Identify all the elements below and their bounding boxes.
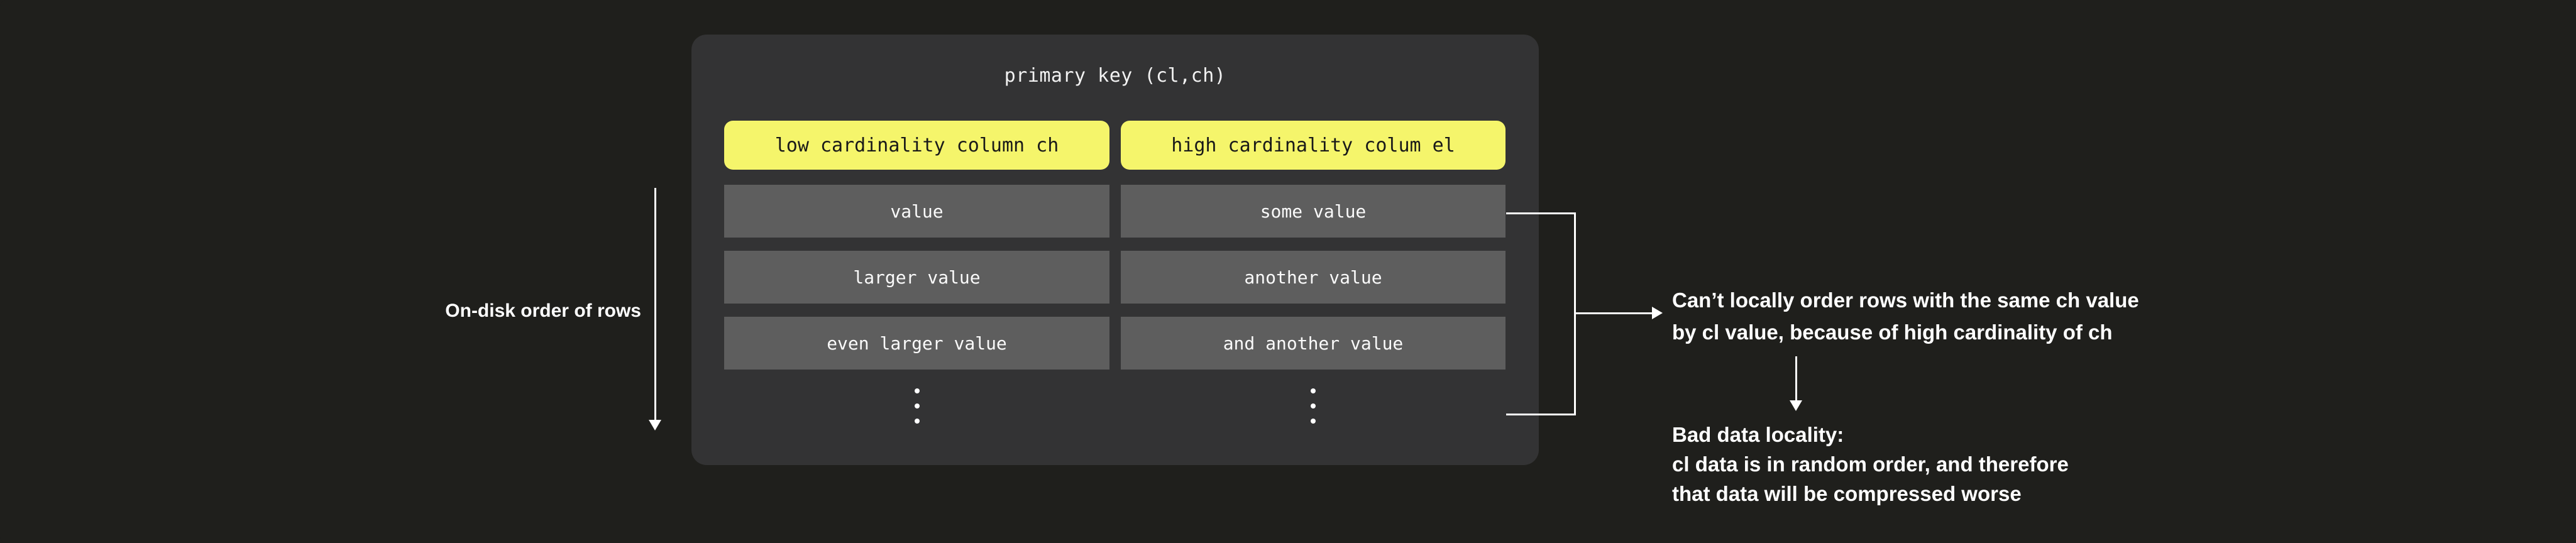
bracket-top-line (1506, 212, 1576, 214)
table-row-cell: and another value (1121, 317, 1505, 370)
note-bad-locality-line1: Bad data locality: (1672, 423, 1844, 446)
note-cant-order-line2: by cl value, because of high cardinality… (1672, 321, 2113, 344)
bracket-arrow-head-icon (1652, 307, 1663, 319)
column-low-cardinality: low cardinality column ch value larger v… (724, 121, 1109, 424)
dot (914, 403, 920, 409)
dot (1311, 403, 1316, 409)
column-high-cardinality: high cardinality colum el some value ano… (1121, 121, 1505, 424)
note-bad-locality-line3: that data will be compressed worse (1672, 482, 2022, 505)
dot (914, 419, 920, 424)
vertical-ellipsis-icon (914, 388, 920, 424)
note-bad-locality-line2: cl data is in random order, and therefor… (1672, 452, 2069, 476)
table-row-cell: even larger value (724, 317, 1109, 370)
bracket-arrow-line (1574, 312, 1653, 314)
table-row-cell: value (724, 185, 1109, 238)
left-down-arrow-head-icon (649, 420, 661, 431)
right-down-arrow-head-icon (1790, 400, 1802, 411)
dot (1311, 419, 1316, 424)
table-row-cell: some value (1121, 185, 1505, 238)
column-header-high-cardinality: high cardinality colum el (1121, 121, 1505, 170)
note-bad-locality: Bad data locality: cl data is in random … (1672, 420, 2069, 508)
primary-key-panel: primary key (cl,ch) low cardinality colu… (691, 35, 1539, 465)
table-row-cell: larger value (724, 251, 1109, 304)
note-cant-order: Can’t locally order rows with the same c… (1672, 284, 2139, 348)
table-row-cell: another value (1121, 251, 1505, 304)
column-header-low-cardinality: low cardinality column ch (724, 121, 1109, 170)
columns-container: low cardinality column ch value larger v… (724, 121, 1505, 424)
on-disk-order-label: On-disk order of rows (445, 300, 641, 321)
note-cant-order-line1: Can’t locally order rows with the same c… (1672, 288, 2139, 312)
bracket-bottom-line (1506, 414, 1576, 415)
right-down-arrow-line (1795, 356, 1797, 402)
panel-title: primary key (cl,ch) (1004, 65, 1226, 87)
dot (1311, 388, 1316, 393)
dot (914, 388, 920, 393)
vertical-ellipsis-icon (1311, 388, 1316, 424)
left-down-arrow-line (654, 188, 656, 422)
